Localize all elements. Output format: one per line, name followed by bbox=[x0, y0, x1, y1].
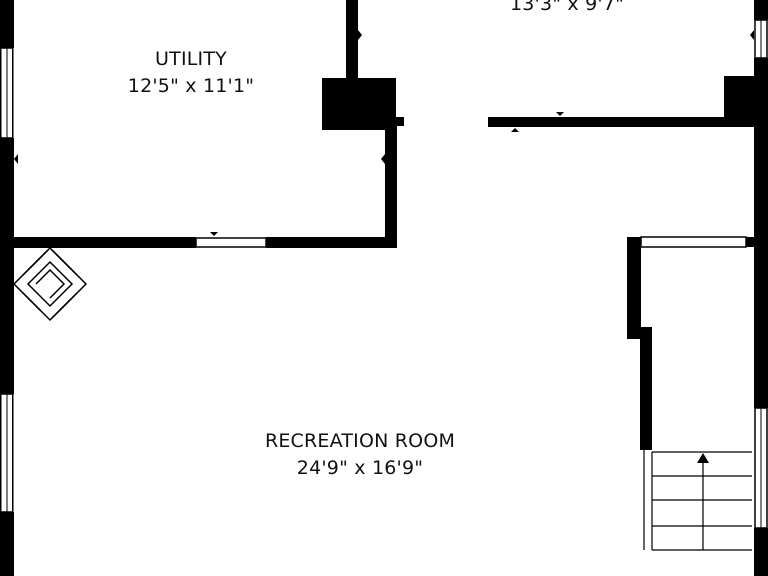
wall-utility-east-upper bbox=[346, 0, 358, 80]
door-markers bbox=[14, 30, 754, 236]
door-marker-icon bbox=[556, 112, 564, 116]
wall-stub bbox=[394, 117, 404, 126]
door-marker-icon bbox=[750, 30, 754, 40]
door-marker-icon bbox=[511, 128, 519, 132]
wall-right-bottom bbox=[754, 528, 768, 576]
arrow-up-icon bbox=[697, 453, 709, 463]
door-marker-icon bbox=[210, 232, 218, 236]
wall-right-mid bbox=[754, 58, 768, 408]
wall-right-top bbox=[754, 0, 768, 20]
stair-wall-top-left bbox=[627, 237, 641, 339]
room-dimensions: 12'5" x 11'1" bbox=[127, 75, 255, 97]
room-name: UTILITY bbox=[155, 48, 227, 70]
stairs bbox=[643, 446, 752, 551]
chimney-block-left bbox=[322, 78, 396, 130]
chimney-block-right bbox=[724, 76, 758, 126]
wall-utility-south-right bbox=[266, 237, 397, 248]
fireplace-icon bbox=[12, 246, 88, 322]
wall-left-mid bbox=[0, 138, 14, 394]
room-dimensions: 24'9" x 16'9" bbox=[296, 457, 424, 479]
room-name: RECREATION ROOM bbox=[264, 430, 456, 452]
windows bbox=[0, 19, 768, 529]
wall-utility-east-lower bbox=[385, 118, 397, 248]
wall-utility-south-left bbox=[14, 237, 196, 248]
room-dimensions: 13'3" x 9'7" bbox=[509, 0, 625, 15]
wall-left-top bbox=[0, 0, 14, 48]
door-marker-icon bbox=[358, 30, 362, 40]
stair-wall-left bbox=[640, 330, 652, 450]
room-label-recreation-room: RECREATION ROOM 24'9" x 16'9" bbox=[210, 428, 510, 482]
room-label-top-room: 13'3" x 9'7" bbox=[467, 0, 667, 18]
opening-utility-door bbox=[195, 237, 267, 248]
opening-stair-top bbox=[640, 236, 747, 248]
wall-left-bottom bbox=[0, 512, 14, 576]
door-marker-icon bbox=[14, 154, 18, 164]
wall-top-room-south bbox=[488, 117, 758, 127]
door-marker-icon bbox=[381, 154, 385, 164]
room-label-utility: UTILITY 12'5" x 11'1" bbox=[91, 46, 291, 100]
stair-top-cap-right bbox=[746, 237, 756, 247]
